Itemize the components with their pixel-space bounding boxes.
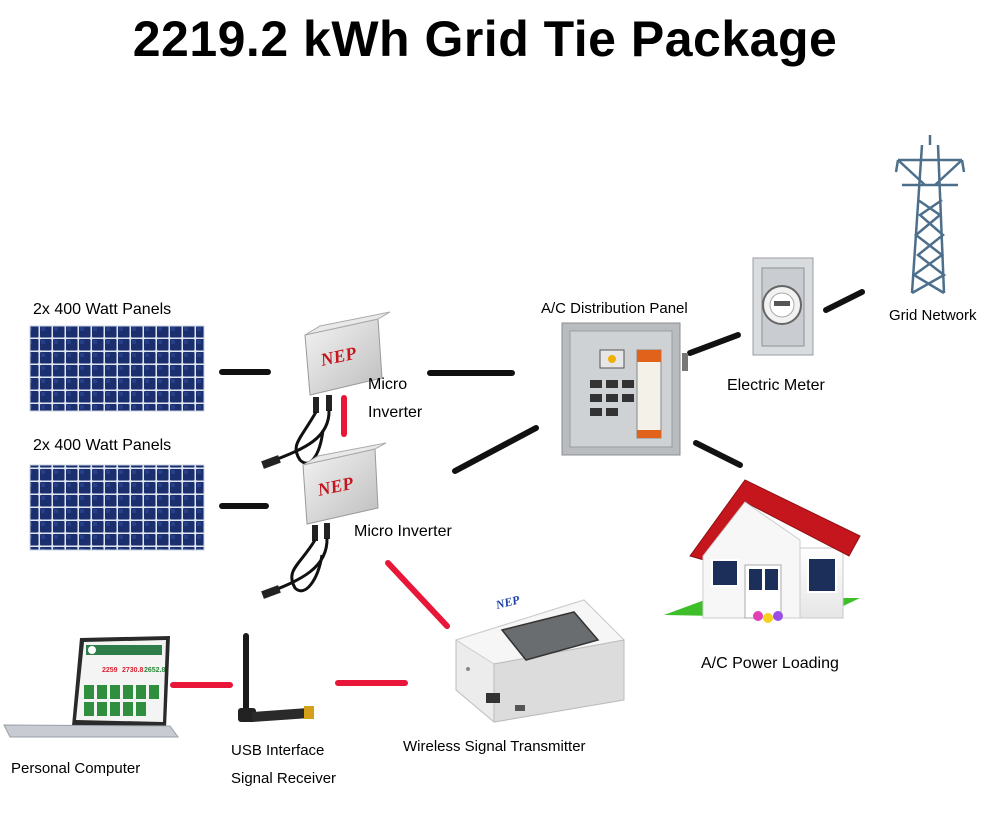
personal-computer-label: Personal Computer [11,760,141,777]
link-meter-grid [823,289,865,313]
signal-links [170,395,450,688]
link-panel-house [693,440,743,468]
transmission-tower [894,135,966,295]
laptop-value-2: 2730.8 [122,667,144,674]
solar-panel-array-top [29,325,205,412]
link-inverter2-panel [452,425,539,474]
usb-receiver-label-line1: USB Interface [231,742,325,759]
micro-inverter-1 [261,311,391,469]
panels-top-label: 2x 400 Watt Panels [33,301,172,318]
transmitter-logo: NEP [493,592,521,612]
power-links [219,289,865,509]
link-inverter2-transmitter [385,560,450,629]
distribution-panel [561,322,688,456]
electric-meter [752,257,814,356]
power-loading-label: A/C Power Loading [701,655,839,672]
laptop-value-3: 2652.8 [144,667,166,674]
micro-inverter-2 [261,442,387,599]
usb-receiver-label-line2: Signal Receiver [231,770,337,787]
micro-inverter-1-label-line1: Micro [368,376,408,393]
grid-network-label: Grid Network [889,307,977,324]
link-panel-meter [687,332,741,356]
wireless-transmitter-label: Wireless Signal Transmitter [403,738,586,755]
panels-bottom-label: 2x 400 Watt Panels [33,437,172,454]
usb-signal-receiver [238,633,314,722]
wireless-transmitter [454,599,626,723]
laptop-value-1: 2259 [102,667,118,674]
page-title: 2219.2 kWh Grid Tie Package [132,11,838,67]
solar-panel-array-bottom [29,464,205,551]
laptop [3,636,179,738]
micro-inverter-1-label-line2: Inverter [368,404,423,421]
house [664,479,861,623]
electric-meter-label: Electric Meter [727,377,825,394]
distribution-panel-label: A/C Distribution Panel [541,300,688,317]
micro-inverter-2-label: Micro Inverter [354,523,452,540]
